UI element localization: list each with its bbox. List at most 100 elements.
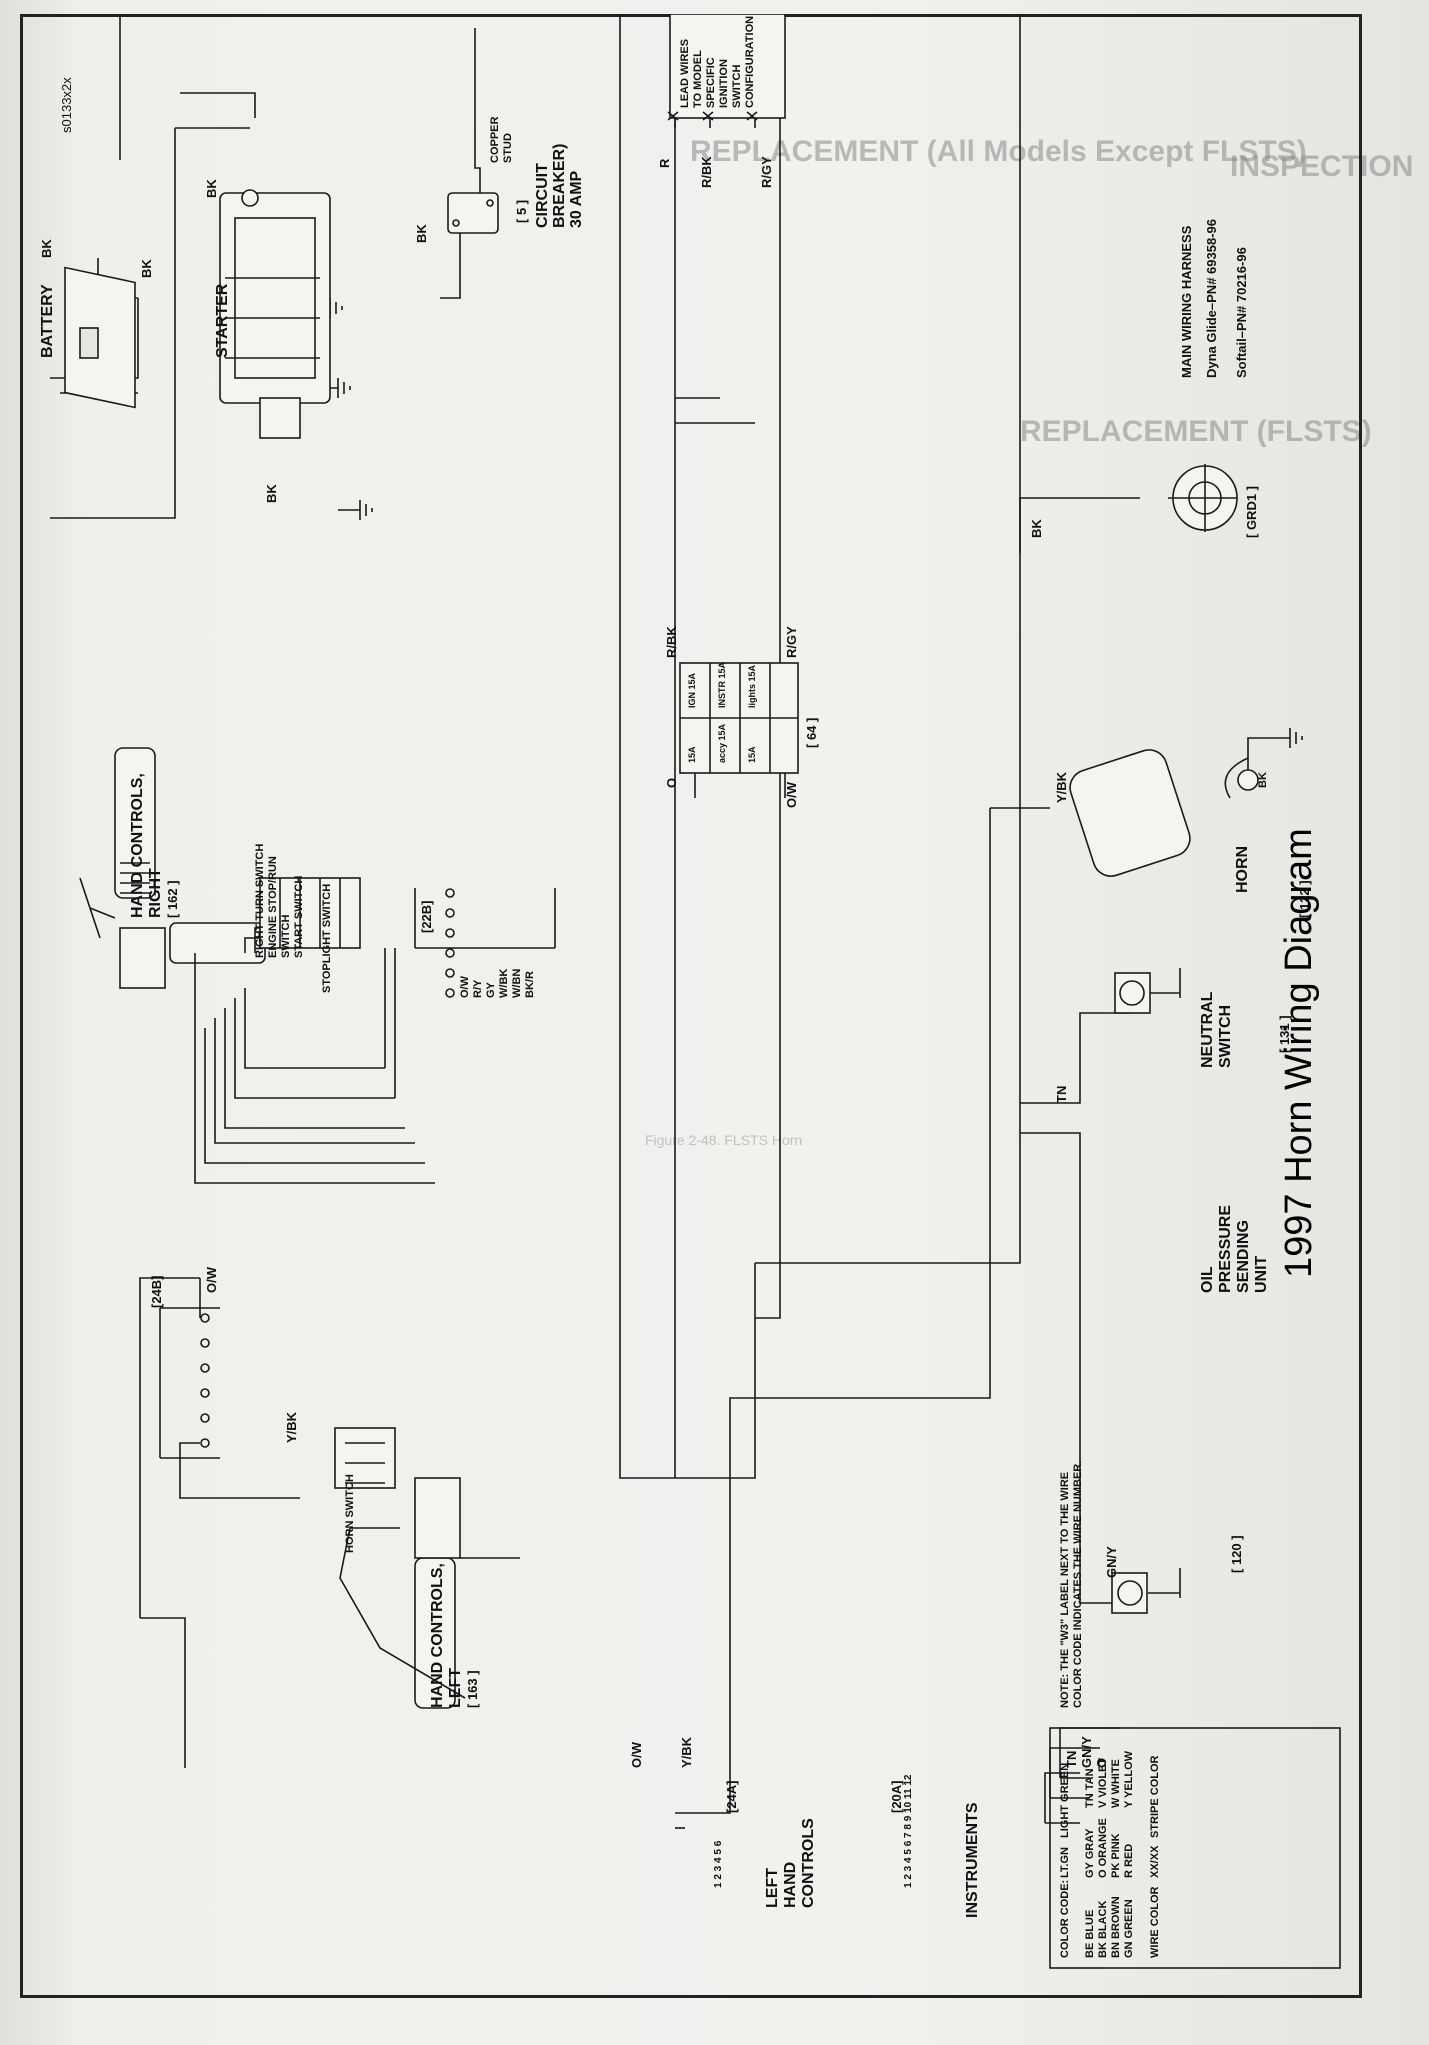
harness-line-dyna: Dyna Glide–PN# 69358-96 xyxy=(1204,219,1219,378)
ignition-line-6: CONFIGURATION xyxy=(744,15,756,108)
legend-code-10: V VIOLET xyxy=(1097,1757,1109,1808)
breaker-wire: BK xyxy=(414,224,429,243)
harness-line-softail: Softail–PN# 70216-96 xyxy=(1234,247,1249,378)
legend-note-1: NOTE: THE "W3" LABEL NEXT TO THE WIRE xyxy=(1059,1471,1071,1708)
diagram-title: 1997 Horn Wiring Diagram xyxy=(1278,828,1320,1278)
right-controls-line-2: RIGHT xyxy=(147,868,164,918)
left-hand-lines xyxy=(675,808,991,1829)
fuse-6: 15A xyxy=(747,746,757,763)
right-switch-3: SWITCH xyxy=(280,914,292,958)
ignition-line-4: IGNITION xyxy=(718,59,730,108)
horn-icon xyxy=(990,728,1303,877)
left-hand-controls xyxy=(334,1427,520,1709)
connector-24b-ref: [24B] xyxy=(149,1275,164,1308)
left-controls-line-3: [ 163 ] xyxy=(465,1670,480,1708)
legend-code-12: Y YELLOW xyxy=(1123,1750,1135,1808)
legend-code-2: BK BLACK xyxy=(1097,1900,1109,1958)
oil-line-4: UNIT xyxy=(1253,1255,1270,1293)
fuse-block xyxy=(679,662,799,798)
ignition-line-5: SWITCH xyxy=(731,64,743,108)
left-controls-line-2: LEFT xyxy=(447,1668,464,1708)
ignition-lead-box xyxy=(667,14,786,128)
horn-wire: Y/BK xyxy=(1054,771,1069,803)
instruments-label: INSTRUMENTS xyxy=(964,1802,981,1918)
wiring-svg xyxy=(50,14,1341,1969)
fuse-2: INSTR 15A xyxy=(717,661,727,708)
neutral-line-2: SWITCH xyxy=(1217,1004,1234,1068)
neutral-switch-icon xyxy=(1020,968,1181,1104)
legend-lt-gn: LT.GN xyxy=(1059,1847,1071,1878)
left-controls-line-1: HAND CONTROLS, xyxy=(429,1563,446,1708)
harness-title: MAIN WIRING HARNESS xyxy=(1179,225,1194,378)
battery-wire-neg: BK xyxy=(39,239,54,258)
legend-code-9: TN TAN xyxy=(1084,1768,1096,1808)
oil-line-2: PRESSURE xyxy=(1217,1204,1234,1293)
l-wire-ow: O/W xyxy=(204,1267,219,1293)
left-hand-line-2: HAND xyxy=(782,1861,799,1908)
legend-lt-gn-text: LIGHT GREEN xyxy=(1059,1762,1071,1838)
ignition-wire-rbk: R/BK xyxy=(699,156,714,188)
left-hand-line-1: LEFT xyxy=(764,1868,781,1908)
right-switch-5: STOPLIGHT SWITCH xyxy=(321,883,333,993)
right-switch-1: RIGHT TURN SWITCH xyxy=(254,843,266,958)
legend-code-6: O ORANGE xyxy=(1097,1818,1109,1878)
connector-22b-ref: [22B] xyxy=(419,900,434,933)
copper-stud-1: COPPER xyxy=(489,116,501,163)
breaker-line-1: CIRCUIT xyxy=(534,163,551,228)
bleed-heading-replacement-flsts: REPLACEMENT (FLSTS) xyxy=(1020,415,1372,448)
breaker-ref: [ 5 ] xyxy=(514,199,529,223)
ignition-wire-r: R xyxy=(657,158,672,168)
r-wire-4: W/BK xyxy=(498,968,510,998)
oil-pressure-icon xyxy=(1020,1132,1181,1614)
l-wire-ybk: Y/BK xyxy=(284,1411,299,1443)
ground-ref: [ GRD1 ] xyxy=(1244,486,1259,538)
fuse-wire-o: O xyxy=(664,777,679,788)
connector-22b xyxy=(384,888,556,1098)
oil-wire: GN/Y xyxy=(1104,1546,1119,1578)
left-hand-line-3: CONTROLS xyxy=(800,1818,817,1908)
legend-header: COLOR CODE: xyxy=(1059,1879,1071,1958)
oil-line-1: OIL xyxy=(1199,1266,1216,1293)
r-wire-5: W/BN xyxy=(511,968,523,998)
horn-switch-label: HORN SWITCH xyxy=(344,1474,356,1553)
rotated-diagram: s0133x2x BATTERY BK BK STARTER BK BK [ 5… xyxy=(20,14,1362,1998)
legend-example: XX/XX xyxy=(1149,1845,1161,1878)
legend-note-2: COLOR CODE INDICATES THE WIRE NUMBER. xyxy=(1072,1460,1084,1708)
fuse-ref: [ 64 ] xyxy=(804,717,819,748)
fuse-4: 15A xyxy=(687,746,697,763)
connector-20a-pins: 1 2 3 4 5 6 7 8 9 10 11 12 xyxy=(903,1774,914,1888)
right-controls-line-3: [ 162 ] xyxy=(165,880,180,918)
legend-code-1: BE BLUE xyxy=(1084,1909,1096,1958)
starter-label: STARTER xyxy=(214,283,231,358)
ignition-line-1: LEAD WIRES xyxy=(679,38,691,108)
copper-stud-2: STUD xyxy=(502,133,514,163)
legend-code-5: GY GRAY xyxy=(1084,1828,1096,1878)
battery-label: BATTERY xyxy=(39,284,56,358)
ground-grd1 xyxy=(1019,464,1238,553)
connector-24a-pins: 1 2 3 4 5 6 xyxy=(713,1840,724,1888)
left-hand-wire-ow: O/W xyxy=(629,1742,644,1768)
legend-frame xyxy=(1049,1727,1341,1969)
starter-wire-top: BK xyxy=(204,179,219,198)
ignition-line-2: TO MODEL xyxy=(692,50,704,108)
bleed-heading-inspection: INSPECTION xyxy=(1230,150,1414,183)
ignition-line-3: SPECIFIC xyxy=(705,57,717,108)
bleed-figure-caption: Figure 2-48. FLSTS Horn xyxy=(645,1132,803,1148)
neutral-line-1: NEUTRAL xyxy=(1199,991,1216,1068)
page-id: s0133x2x xyxy=(59,77,74,133)
circuit-breaker-icon xyxy=(440,28,499,299)
breaker-line-2: BREAKER) xyxy=(551,143,568,228)
fuse-wire-rgy: R/GY xyxy=(784,626,799,658)
oil-ref: [ 120 ] xyxy=(1229,1535,1244,1573)
harness-branch-box xyxy=(675,397,755,424)
legend-code-11: W WHITE xyxy=(1110,1759,1122,1808)
legend-code-8: R RED xyxy=(1123,1843,1135,1878)
horn-ground: BK xyxy=(1257,772,1269,788)
horn-label: HORN xyxy=(1234,845,1251,893)
left-hand-wire-ybk: Y/BK xyxy=(679,1736,694,1768)
r-wire-1: O/W xyxy=(459,976,471,998)
legend-stripe-color: STRIPE COLOR xyxy=(1149,1755,1161,1838)
right-hand-controls xyxy=(79,747,435,1184)
breaker-line-3: 30 AMP xyxy=(568,170,585,228)
